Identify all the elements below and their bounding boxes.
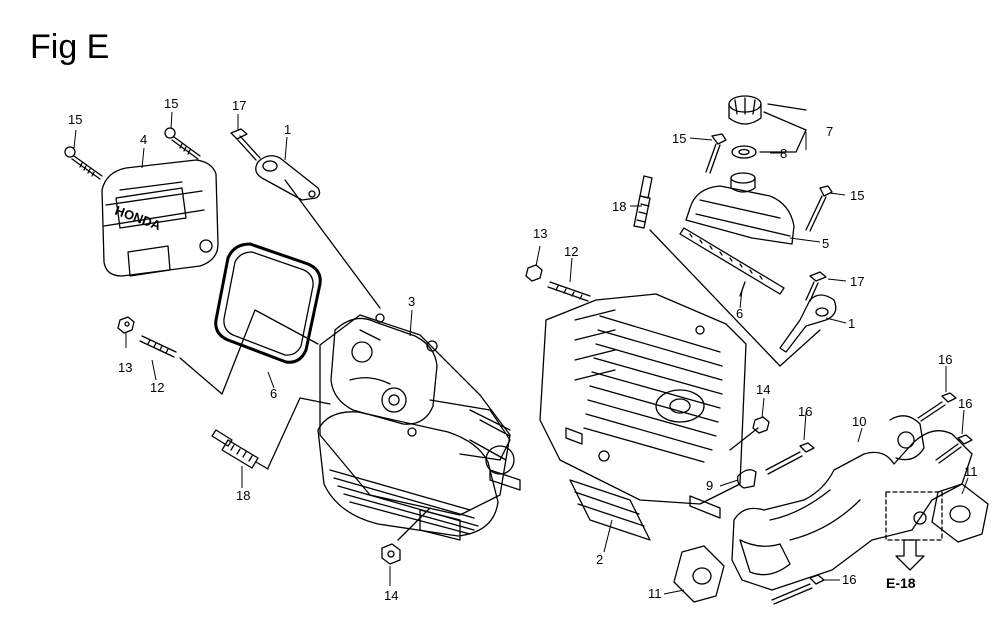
bolt-15-right-top: [705, 133, 727, 174]
cross-reference-label[interactable]: E-18: [886, 575, 916, 591]
callout-14: 14: [756, 382, 770, 397]
callout-13: 13: [118, 360, 132, 375]
callout-18: 18: [236, 488, 250, 503]
clip-9: [736, 469, 757, 489]
lift-bracket-1-left: [255, 155, 321, 201]
nut-13-right: [525, 264, 543, 282]
bolt-17-left: [230, 128, 261, 161]
nut-14-left: [381, 543, 401, 565]
callout-17: 17: [850, 274, 864, 289]
callout-2: 2: [596, 552, 603, 567]
brand-emboss: HONDA: [113, 203, 163, 234]
lift-bracket-1-right: [779, 294, 837, 353]
callout-16: 16: [938, 352, 952, 367]
leader: [767, 103, 807, 111]
cover-5-right: [685, 172, 795, 245]
cylinder-2: [539, 293, 747, 541]
cylinder-head-3: [319, 313, 511, 516]
figure-title: Fig E: [30, 28, 110, 66]
stud-12-right: [547, 281, 591, 302]
callout-9: 9: [706, 478, 713, 493]
bolt-16-c: [935, 434, 973, 464]
callout-15: 15: [68, 112, 82, 127]
callout-11: 11: [648, 586, 662, 601]
callout-15: 15: [672, 131, 686, 146]
callout-17: 17: [232, 98, 246, 113]
callout-15: 15: [164, 96, 178, 111]
leader: [179, 309, 319, 395]
cover-gasket-6-left: [214, 242, 322, 364]
callout-14: 14: [384, 588, 398, 603]
callout-12: 12: [564, 244, 578, 259]
bolt-15-right: [805, 185, 833, 232]
leader: [729, 427, 759, 451]
gasket-11-lower: [673, 545, 725, 603]
callout-6: 6: [736, 306, 743, 321]
leader: [739, 281, 746, 297]
manifold-10: [731, 415, 973, 591]
spark-plug-18-left: [211, 429, 269, 470]
callout-16: 16: [958, 396, 972, 411]
leader: [397, 507, 431, 541]
callout-6: 6: [270, 386, 277, 401]
callout-11: 11: [964, 464, 978, 479]
callout-13: 13: [533, 226, 547, 241]
callout-1: 1: [284, 122, 291, 137]
callout-7: 7: [826, 124, 833, 139]
bolt-16-b: [917, 392, 957, 422]
cylinder-block-left: [317, 399, 521, 541]
cross-ref-arrow: [895, 539, 925, 571]
callout-5: 5: [822, 236, 829, 251]
cap-washer-8: [731, 145, 757, 159]
callout-16: 16: [798, 404, 812, 419]
bolt-15-left: [64, 146, 103, 180]
nut-14-right: [752, 416, 770, 434]
nut-13-left: [117, 316, 135, 334]
valve-cover-4: [101, 159, 219, 277]
leader: [284, 179, 381, 309]
cover-gasket-6-right: [679, 227, 785, 295]
callout-3: 3: [408, 294, 415, 309]
bolt-15-top: [164, 127, 201, 160]
leader: [267, 397, 331, 469]
callout-18: 18: [612, 199, 626, 214]
spark-plug-18-right: [633, 175, 653, 229]
leader: [759, 111, 807, 153]
callout-16: 16: [842, 572, 856, 587]
leader: [649, 229, 821, 367]
filler-cap-7: [728, 95, 762, 125]
callout-12: 12: [150, 380, 164, 395]
callout-10: 10: [852, 414, 866, 429]
detail-box: [885, 491, 943, 541]
callout-15: 15: [850, 188, 864, 203]
bolt-16-d: [771, 574, 825, 605]
bolt-16-a: [765, 442, 815, 475]
gasket-11-right: [931, 483, 989, 543]
stud-12-left: [139, 335, 177, 358]
callout-8: 8: [780, 146, 787, 161]
callout-1: 1: [848, 316, 855, 331]
callout-4: 4: [140, 132, 147, 147]
